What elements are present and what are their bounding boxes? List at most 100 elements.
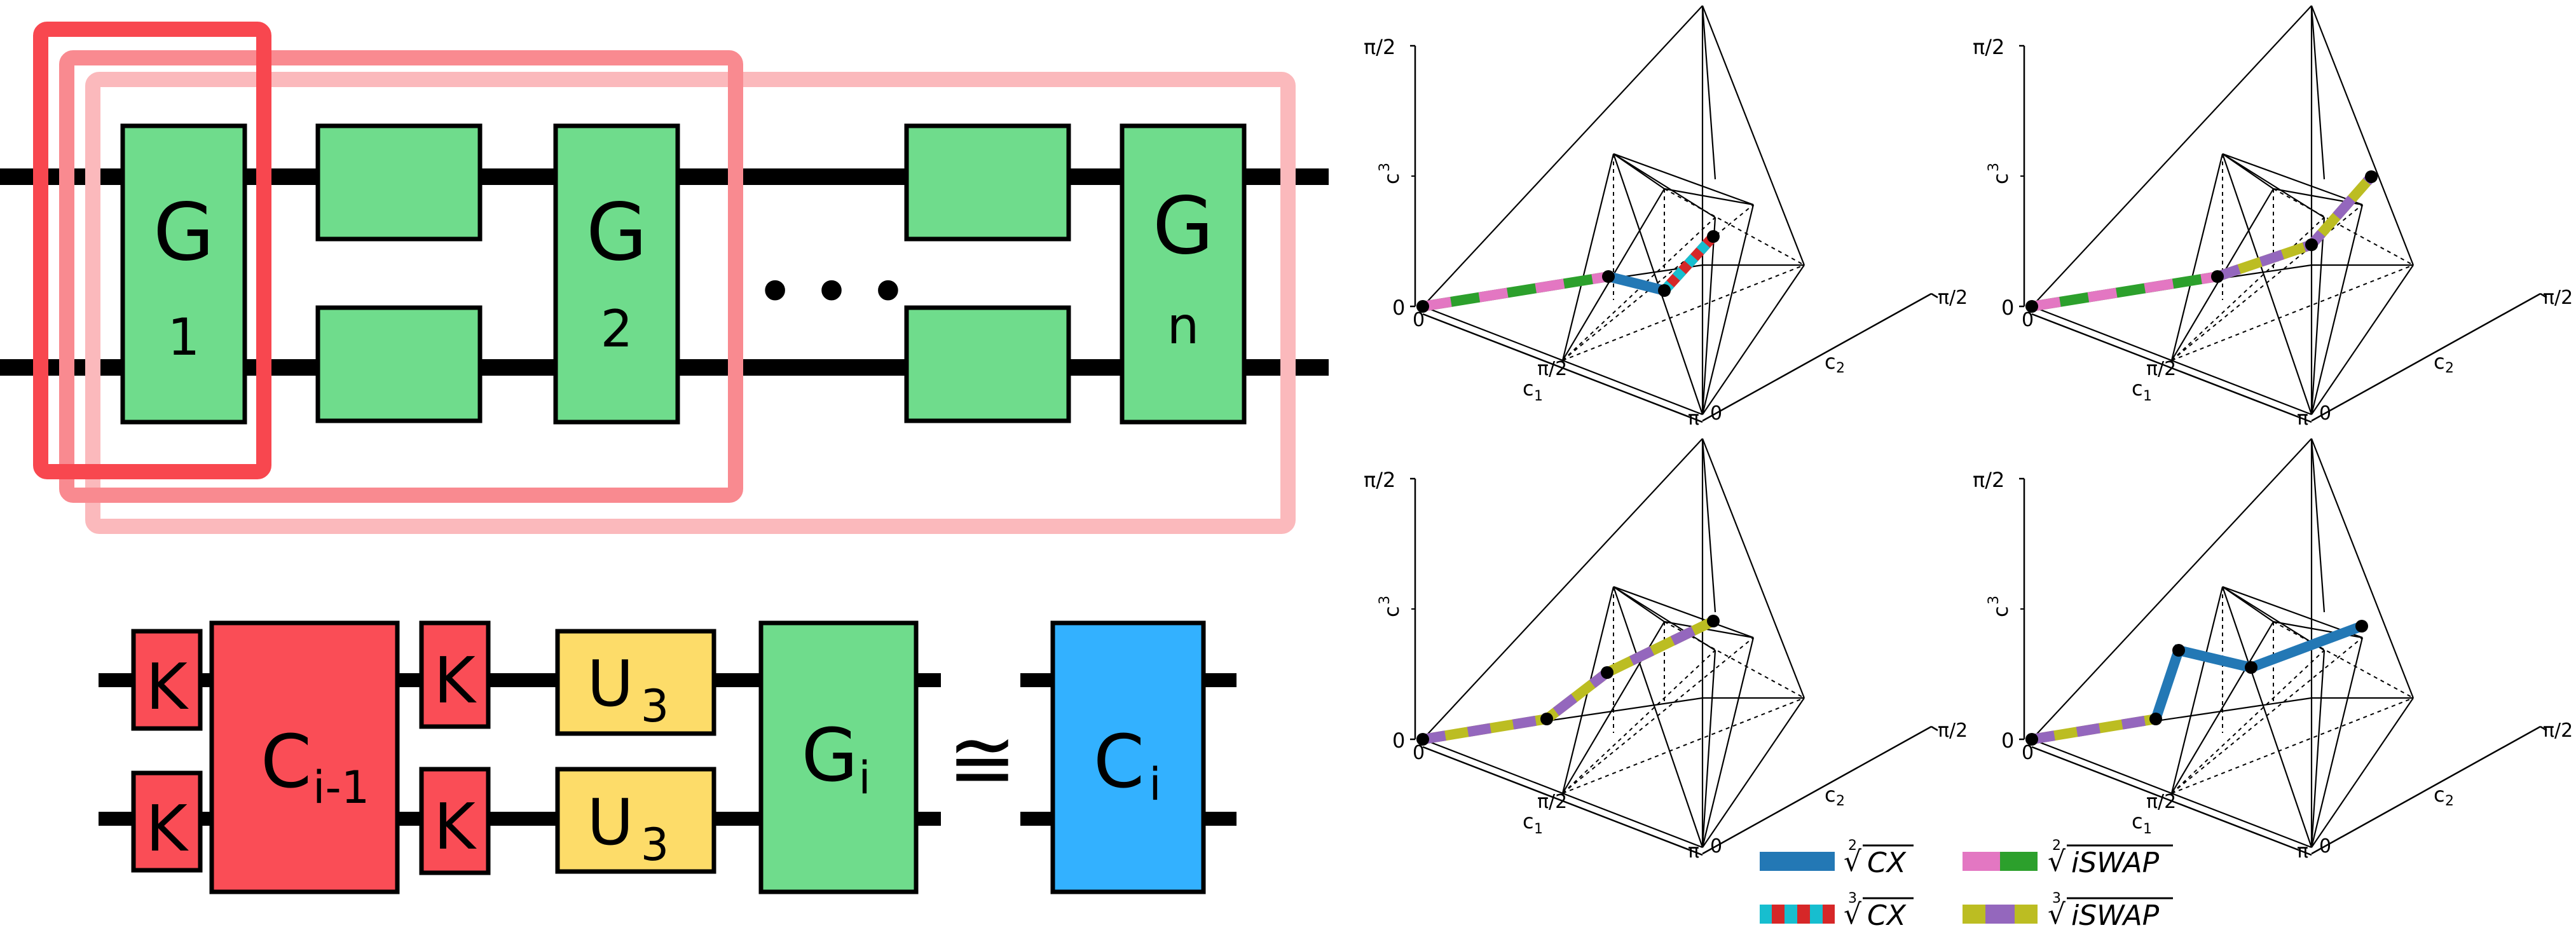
svg-text:√: √ [2048,845,2066,878]
svg-text:3: 3 [1848,891,1857,906]
p3-label-c3-sub: 3 [1377,596,1393,605]
frame-window-3 [85,72,1296,534]
ellipsis: • • • [757,259,906,325]
p3-tick-c3-top: π/2 [1364,468,1395,492]
p3-tick-c2-top: π/2 [1938,720,1968,742]
k-gate-2 [131,770,203,873]
p4-tick-c2-zero: 0 [2319,835,2331,858]
legend: 2 √ CX 2 √ iSWAP 3 √ CX 3 [1760,838,2173,930]
p4-tick-c3-top: π/2 [1973,468,2004,492]
single-gate-top-1 [315,123,483,242]
trajectory-plot-1 [1416,230,1720,313]
p1-label-c3-sub: 3 [1377,163,1393,172]
p2-label-c1-sub: 1 [2143,388,2152,404]
p4-tick-c3-zero: 0 [2001,728,2014,753]
p4-label-c3: c [1989,606,2013,617]
p3-tick-c3-zero: 0 [1392,728,1405,753]
p1-label-c2: c [1825,350,1836,374]
p3-label-c1: c [1523,809,1534,833]
svg-text:CX: CX [1867,899,1907,927]
gate-2-label: G [586,187,647,278]
p1-tick-c1-zero: 0 [1413,309,1425,331]
p4-label-c1: c [2132,809,2143,833]
p4-tick-c1-zero: 0 [2022,742,2034,764]
weyl-plot-2 [2018,4,2548,423]
p2-label-c3: c [1989,173,2013,184]
svg-text:2: 2 [2052,838,2061,854]
p4-label-c2-sub: 2 [2445,793,2454,809]
trajectory-plot-4 [2025,620,2368,746]
p4-tick-c1-mid: π/2 [2146,791,2176,813]
plot-labels: π/2 0 c 3 0 π/2 c 1 π 0 c 2 π/2 π/2 0 c … [1364,35,2573,863]
gi-block [758,620,919,894]
svg-text:CX: CX [1867,847,1907,879]
k-label-4: K [434,790,477,864]
svg-text:√: √ [1844,898,1862,927]
u3-gate-1 [555,629,716,736]
trajectory-plot-3 [1416,615,1720,746]
k-label-2: K [146,791,189,866]
gate-1-label: G [153,187,214,278]
p1-tick-c3-zero: 0 [1392,296,1405,320]
svg-text:√: √ [1844,845,1862,878]
circuit-diagram: G 1 G 2 G n • • • [0,22,1329,534]
svg-text:√: √ [2048,898,2066,927]
u3-gate-2 [555,767,716,874]
k-gate-1 [131,629,203,731]
k-label-3: K [434,643,477,718]
u3-sub-1: 3 [641,680,669,732]
p1-tick-c1-pi: π [1688,407,1699,430]
p2-label-c2: c [2434,350,2445,374]
p3-label-c2-sub: 2 [1836,793,1845,809]
u3-label-2: U [587,785,633,859]
p2-tick-c2-zero: 0 [2319,402,2331,425]
k-gate-3 [419,620,491,729]
congruence-symbol: ≅ [948,711,1017,808]
p2-tick-c1-mid: π/2 [2146,358,2176,380]
p1-label-c1-sub: 1 [1534,388,1543,404]
p1-tick-c3-top: π/2 [1364,35,1395,59]
gate-1 [120,123,247,425]
p4-label-c1-sub: 1 [2143,821,2152,837]
legend-item-sqrt2-iswap: 2 √ iSWAP [1963,838,2173,879]
p1-label-c1: c [1523,376,1534,400]
weyl-plot-3 [1409,437,1939,856]
weyl-plot-1 [1409,4,1939,423]
legend-item-cbrt-iswap: 3 √ iSWAP [1963,891,2173,930]
svg-text:3: 3 [2052,891,2061,906]
gate-n-index: n [1167,296,1200,355]
p1-label-c3: c [1380,173,1404,184]
p4-tick-c1-pi: π [2297,840,2308,863]
single-gate-top-2 [904,123,1071,242]
equivalence-equation: K K K K C i-1 U 3 U 3 G i ≅ C i [99,620,1237,894]
p3-tick-c2-zero: 0 [1710,835,1722,858]
gi-label: G [801,713,858,798]
p2-tick-c1-pi: π [2297,407,2308,430]
p3-tick-c1-mid: π/2 [1537,791,1567,813]
p2-label-c1: c [2132,376,2143,400]
p4-label-c2: c [2434,783,2445,807]
ci-sub: i [1149,758,1161,810]
p2-tick-c1-zero: 0 [2022,309,2034,331]
p4-label-c3-sub: 3 [1986,596,2002,605]
u3-label-1: U [587,646,633,721]
c-prev-label: C [261,720,312,805]
p2-tick-c2-top: π/2 [2543,287,2573,309]
k-label-1: K [146,650,189,724]
ci-label: C [1093,720,1144,805]
legend-item-cbrt-cx: 3 √ CX [1760,891,1914,930]
p1-label-c2-sub: 2 [1836,360,1845,376]
trajectory-plot-2 [2025,170,2378,313]
gi-sub: i [858,752,870,804]
p3-label-c1-sub: 1 [1534,821,1543,837]
weyl-plot-4 [2018,437,2548,856]
svg-text:iSWAP: iSWAP [2071,899,2160,927]
k-gate-4 [419,767,491,875]
c-prev-sub: i-1 [313,762,369,814]
frame-window-1 [33,22,271,479]
p3-label-c3: c [1380,606,1404,617]
svg-text:2: 2 [1848,838,1857,854]
p3-label-c2: c [1825,783,1836,807]
